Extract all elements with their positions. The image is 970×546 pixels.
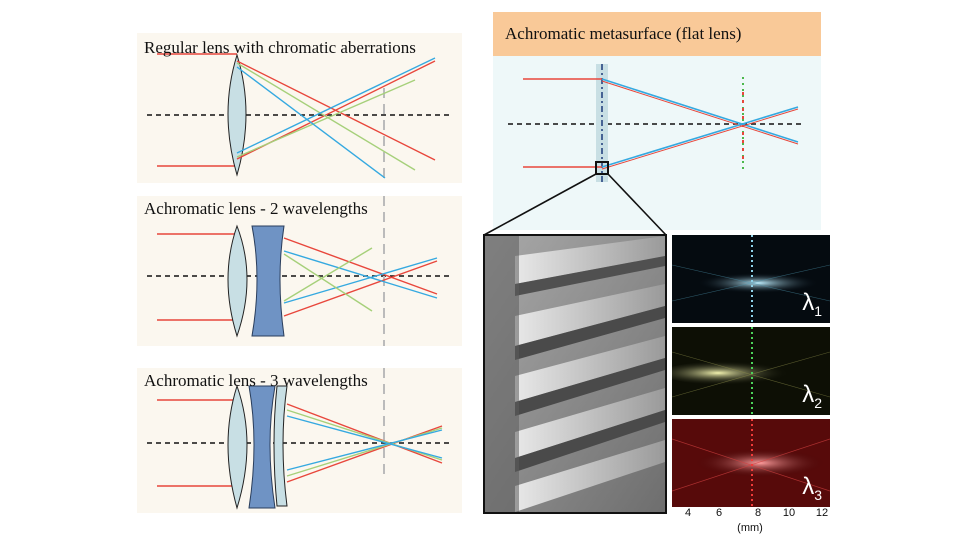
fin-shadow <box>515 358 665 416</box>
focal-strip-2-beam <box>672 327 830 415</box>
ray-red-top <box>286 403 443 464</box>
regular-lens-panel: Regular lens with chromatic aberrations <box>137 33 462 183</box>
element-1 <box>227 384 248 510</box>
fin <box>515 336 665 402</box>
ray-out-bottom-blue <box>601 106 799 168</box>
ray-green-bottom <box>283 247 373 302</box>
ray-blue-top <box>286 415 443 459</box>
lambda-3-label: λ3 <box>802 473 822 503</box>
axis-unit: (mm) <box>737 522 763 534</box>
fin <box>515 388 665 458</box>
metasurface-header: Achromatic metasurface (flat lens) <box>493 12 821 56</box>
focal-strip-3-beam <box>672 419 830 507</box>
ray-out-top-blue <box>601 78 799 143</box>
flint-element <box>251 225 285 337</box>
axis-tick: 6 <box>715 507 723 519</box>
element-3 <box>273 385 288 507</box>
element-2 <box>248 385 276 509</box>
focal-strip-2: λ2 <box>672 327 830 415</box>
axis-tick: 12 <box>815 507 829 519</box>
achromat-2-panel: Achromatic lens - 2 wavelengths <box>137 196 462 346</box>
achromat-2-title: Achromatic lens - 2 wavelengths <box>144 199 368 218</box>
axis-tick: 4 <box>684 507 692 519</box>
focal-strip-1-beam <box>672 235 830 323</box>
convex-lens <box>227 53 247 177</box>
ray-red-top <box>283 237 438 295</box>
lambda-1-label: λ1 <box>802 289 822 319</box>
sem-structure <box>485 236 665 512</box>
fin-shadow <box>515 410 665 472</box>
regular-lens-diagram <box>147 53 452 183</box>
ray-green-top <box>283 253 373 312</box>
regular-lens-title: Regular lens with chromatic aberrations <box>144 38 416 57</box>
axis-tick: 8 <box>754 507 762 519</box>
axis-tick: 10 <box>782 507 796 519</box>
achromat-3-title: Achromatic lens - 3 wavelengths <box>144 371 368 390</box>
ray-out-top-red <box>601 80 799 145</box>
ray-blue-bottom <box>236 57 436 154</box>
metasurface-diagram <box>508 64 803 182</box>
ray-blue-bottom <box>286 429 443 471</box>
achromat-3-panel: Achromatic lens - 3 wavelengths <box>137 368 462 513</box>
ray-red-bottom <box>283 260 438 317</box>
fin <box>515 236 665 284</box>
zoom-box <box>595 161 609 175</box>
metasurface-title: Achromatic metasurface (flat lens) <box>505 24 742 43</box>
achromat-3-diagram <box>147 368 452 510</box>
fin <box>515 440 665 512</box>
lambda-2-label: λ2 <box>802 381 822 411</box>
focal-strip-1: λ1 <box>672 235 830 323</box>
fin <box>515 284 665 346</box>
fin-shadow <box>515 256 665 296</box>
ray-green-top <box>236 62 416 171</box>
ray-green-bottom <box>236 79 416 158</box>
fin-side-wall <box>485 236 519 512</box>
fin-shadow <box>515 306 665 360</box>
ray-blue-bottom <box>283 257 438 304</box>
distance-axis: 4 6 8 10 12 (mm) <box>672 505 830 545</box>
sem-image <box>483 234 667 514</box>
crown-element <box>227 224 248 338</box>
ray-blue-top <box>283 250 438 299</box>
ray-out-bottom-red <box>601 108 799 170</box>
metasurface-panel: Achromatic metasurface (flat lens) <box>493 12 821 230</box>
focal-strip-3: λ3 <box>672 419 830 507</box>
achromat-2-diagram <box>147 196 452 346</box>
ray-blue-top <box>236 66 386 179</box>
